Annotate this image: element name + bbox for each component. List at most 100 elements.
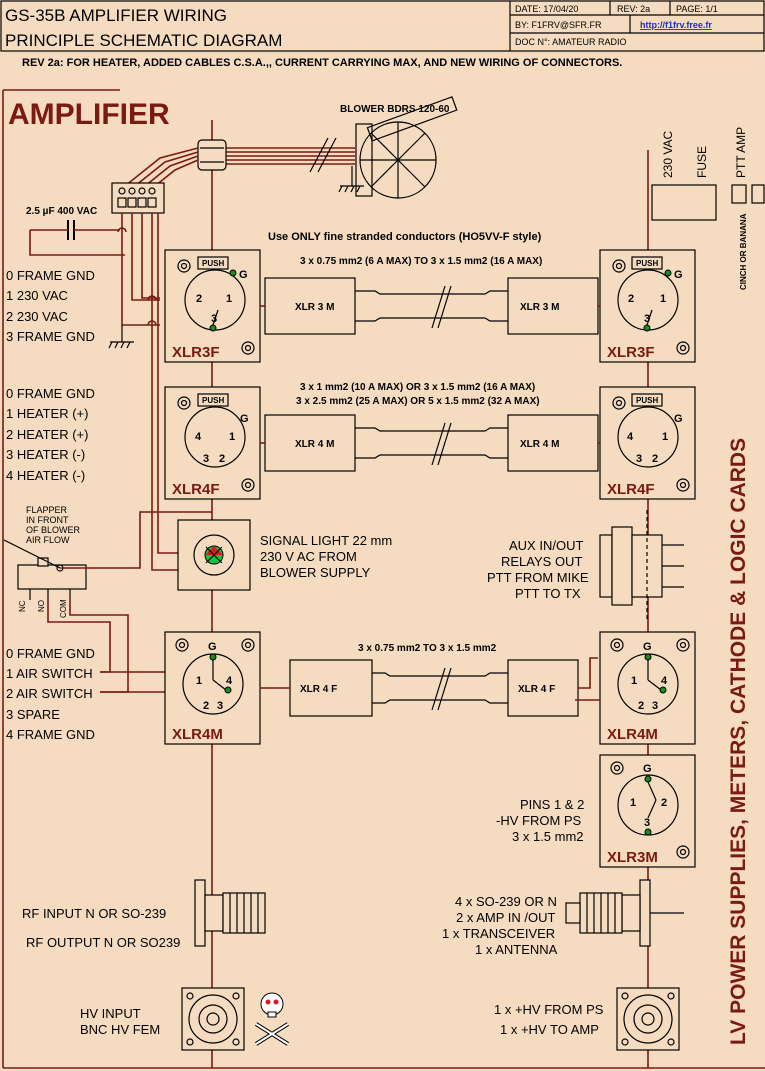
flapper-note: FLAPPER IN FRONT OF BLOWER AIR FLOW bbox=[26, 505, 81, 545]
pin-4: 4 bbox=[195, 431, 202, 443]
flapper-text: AIR FLOW bbox=[26, 535, 70, 545]
terminal-block bbox=[111, 182, 165, 214]
pin-2: 2 bbox=[196, 293, 202, 305]
website-link[interactable]: http://f1frv.free.fr bbox=[640, 20, 712, 30]
xlr4f-right-connector: PUSH G 4 1 3 2 XLR4F bbox=[599, 386, 696, 500]
cable-spec: 3 x 0.75 mm2 (6 A MAX) TO 3 x 1.5 mm2 (1… bbox=[300, 256, 542, 267]
hv-text: BNC HV FEM bbox=[80, 1022, 160, 1037]
pin-label: 3 SPARE bbox=[6, 707, 60, 722]
signal-light-text: 230 V AC FROM bbox=[260, 549, 357, 564]
cinch-label: CINCH OR BANANA bbox=[739, 213, 748, 290]
cable-spec: 3 x 1 mm2 (10 A MAX) OR 3 x 1.5 mm2 (16 … bbox=[300, 382, 535, 393]
xlr3f-right-connector: PUSH G 2 1 3 XLR3F bbox=[599, 249, 696, 363]
hv-bnc-left: HV INPUT BNC HV FEM bbox=[80, 987, 245, 1051]
pin-2: 2 bbox=[628, 293, 634, 305]
pin-label: 4 FRAME GND bbox=[6, 727, 95, 742]
xlr4-pin-list: 0 FRAME GND 1 HEATER (+) 2 HEATER (+) 3 … bbox=[6, 386, 95, 483]
pin-1: 1 bbox=[631, 675, 637, 687]
pin-2: 2 bbox=[661, 797, 667, 809]
pin-3: 3 bbox=[636, 453, 642, 465]
plug-label: XLR 4 F bbox=[300, 684, 337, 695]
aux-connector: AUX IN/OUT RELAYS OUT PTT FROM MIKE PTT … bbox=[487, 510, 684, 620]
conductor-note: Use ONLY fine stranded conductors (HO5VV… bbox=[268, 231, 542, 243]
push-label: PUSH bbox=[636, 396, 658, 405]
xlr3f-label: XLR3F bbox=[607, 344, 655, 361]
cable-xlr4: 3 x 1 mm2 (10 A MAX) OR 3 x 1.5 mm2 (16 … bbox=[264, 382, 599, 472]
rf-connector-right: 4 x SO-239 OR N 2 x AMP IN /OUT 1 x TRAN… bbox=[442, 879, 684, 957]
cable-xlr4f: 3 x 0.75 mm2 TO 3 x 1.5 mm2 XLR 4 F XLR … bbox=[289, 643, 579, 717]
cable-spec: 3 x 2.5 mm2 (25 A MAX) OR 5 x 1.5 mm2 (3… bbox=[296, 396, 540, 407]
switch-pin-no: NO bbox=[37, 600, 46, 612]
switch-pin-com: COM bbox=[59, 599, 68, 618]
rf-text: 4 x SO-239 OR N bbox=[455, 894, 557, 909]
flapper-text: FLAPPER bbox=[26, 505, 68, 515]
side-label: LV POWER SUPPLIES, METERS, CATHODE & LOG… bbox=[727, 438, 750, 1045]
hv-text: 1 x +HV TO AMP bbox=[500, 1022, 599, 1037]
hv-note-text: PINS 1 & 2 bbox=[520, 797, 584, 812]
pin-1: 1 bbox=[660, 293, 666, 305]
blower-label: BLOWER BDRS 120-60 bbox=[340, 104, 450, 115]
pin-label: 3 FRAME GND bbox=[6, 329, 95, 344]
cable-xlr3: 3 x 0.75 mm2 (6 A MAX) TO 3 x 1.5 mm2 (1… bbox=[264, 256, 599, 335]
aux-text: RELAYS OUT bbox=[501, 554, 582, 569]
title-line-1: GS-35B AMPLIFIER WIRING bbox=[5, 6, 227, 25]
signal-light-text: BLOWER SUPPLY bbox=[260, 565, 371, 580]
pin-label: 1 230 VAC bbox=[6, 288, 68, 303]
flapper-text: OF BLOWER bbox=[26, 525, 81, 535]
aux-text: PTT TO TX bbox=[515, 586, 581, 601]
push-label: PUSH bbox=[636, 259, 658, 268]
plug-label: XLR 3 M bbox=[295, 302, 334, 313]
doc-field: DOC N°: AMATEUR RADIO bbox=[515, 37, 626, 47]
cable-gland bbox=[197, 139, 227, 171]
pin-1: 1 bbox=[630, 797, 636, 809]
pin-2: 2 bbox=[652, 453, 658, 465]
pin-2: 2 bbox=[219, 453, 225, 465]
hv-bnc-right: 1 x +HV FROM PS 1 x +HV TO AMP bbox=[494, 987, 680, 1051]
aux-text: PTT FROM MIKE bbox=[487, 570, 589, 585]
hv-note-text: -HV FROM PS bbox=[496, 813, 582, 828]
air-switch: NC NO COM bbox=[3, 539, 87, 618]
rf-text: RF INPUT N OR SO-239 bbox=[22, 906, 166, 921]
blower-fan: BLOWER BDRS 120-60 bbox=[340, 96, 458, 199]
pin-3: 3 bbox=[211, 313, 217, 325]
pin-label: 2 AIR SWITCH bbox=[6, 686, 93, 701]
pin-label: 1 AIR SWITCH bbox=[6, 666, 93, 681]
skull-crossbones-icon bbox=[254, 992, 290, 1046]
push-label: PUSH bbox=[202, 396, 224, 405]
push-label: PUSH bbox=[202, 259, 224, 268]
pin-3: 3 bbox=[644, 817, 650, 829]
xlr4m-label: XLR4M bbox=[607, 726, 658, 743]
xlr4m-pin-list: 0 FRAME GND 1 AIR SWITCH 2 AIR SWITCH 3 … bbox=[6, 646, 95, 742]
pin-1: 1 bbox=[196, 675, 202, 687]
pin-4: 4 bbox=[226, 675, 233, 687]
right-top-terminals: 230 VAC FUSE PTT AMP CINCH OR BANANA bbox=[651, 127, 765, 290]
xlr4f-label: XLR4F bbox=[607, 481, 655, 498]
pin-4: 4 bbox=[661, 675, 668, 687]
capacitor-label: 2.5 µF 400 VAC bbox=[26, 206, 97, 217]
rf-text: 1 x ANTENNA bbox=[475, 942, 558, 957]
pin-2: 2 bbox=[203, 700, 209, 712]
pin-label: 1 HEATER (+) bbox=[6, 406, 88, 421]
vac-label: 230 VAC bbox=[661, 131, 675, 178]
ptt-label: PTT AMP bbox=[734, 127, 748, 178]
hv-text: 1 x +HV FROM PS bbox=[494, 1002, 604, 1017]
signal-light: SIGNAL LIGHT 22 mm 230 V AC FROM BLOWER … bbox=[177, 519, 392, 591]
xlr4f-label: XLR4F bbox=[172, 481, 220, 498]
pin-g: G bbox=[643, 763, 652, 775]
rf-text: 2 x AMP IN /OUT bbox=[456, 910, 556, 925]
pin-2: 2 bbox=[638, 700, 644, 712]
capacitor: 2.5 µF 400 VAC bbox=[26, 206, 97, 240]
pin-g: G bbox=[643, 641, 652, 653]
amplifier-title: AMPLIFIER bbox=[8, 98, 170, 131]
pin-label: 2 230 VAC bbox=[6, 309, 68, 324]
hv-note-text: 3 x 1.5 mm2 bbox=[512, 829, 584, 844]
page-field: PAGE: 1/1 bbox=[676, 4, 718, 14]
aux-text: AUX IN/OUT bbox=[509, 538, 583, 553]
switch-pin-nc: NC bbox=[18, 600, 27, 612]
pin-g: G bbox=[674, 413, 683, 425]
pin-label: 4 HEATER (-) bbox=[6, 468, 85, 483]
xlr3f-label: XLR3F bbox=[172, 344, 220, 361]
rev-field: REV: 2a bbox=[617, 4, 650, 14]
